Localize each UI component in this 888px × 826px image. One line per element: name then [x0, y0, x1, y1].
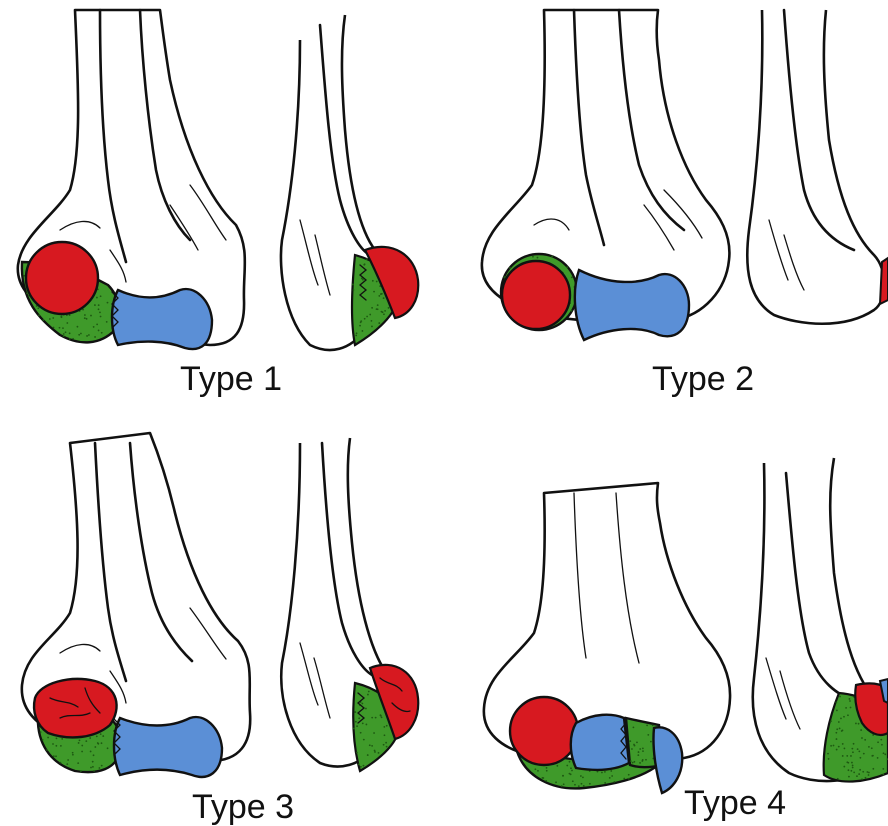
capitellum-fragment — [510, 697, 578, 765]
comminuted-capitellum-fragment — [34, 679, 117, 737]
panel-type-1: Type 1 — [0, 0, 444, 413]
panel-type-2-caption: Type 2 — [652, 362, 754, 396]
panel-type-4-caption: Type 4 — [684, 786, 786, 820]
panel-type-1-illustration — [0, 0, 444, 413]
panel-type-1-caption: Type 1 — [180, 362, 282, 396]
trochlea-fragment — [571, 715, 629, 770]
trochlea — [112, 289, 212, 349]
lateral-view-humerus — [747, 10, 888, 324]
panel-type-2-illustration — [444, 0, 888, 413]
panel-type-4-illustration — [444, 413, 888, 826]
capitellum-fragment — [502, 261, 570, 329]
panel-type-3-illustration — [0, 413, 444, 826]
panel-type-2: Type 2 — [444, 0, 888, 413]
panel-type-3-caption: Type 3 — [192, 790, 294, 824]
trochlea — [114, 717, 222, 777]
panel-type-4: Type 4 — [444, 413, 888, 826]
capitellum-fragment — [26, 242, 98, 314]
lateral-view-humerus — [281, 15, 418, 350]
panel-type-3: Type 3 — [0, 413, 444, 826]
lateral-view-humerus — [281, 438, 418, 771]
lateral-view-humerus — [753, 458, 888, 782]
